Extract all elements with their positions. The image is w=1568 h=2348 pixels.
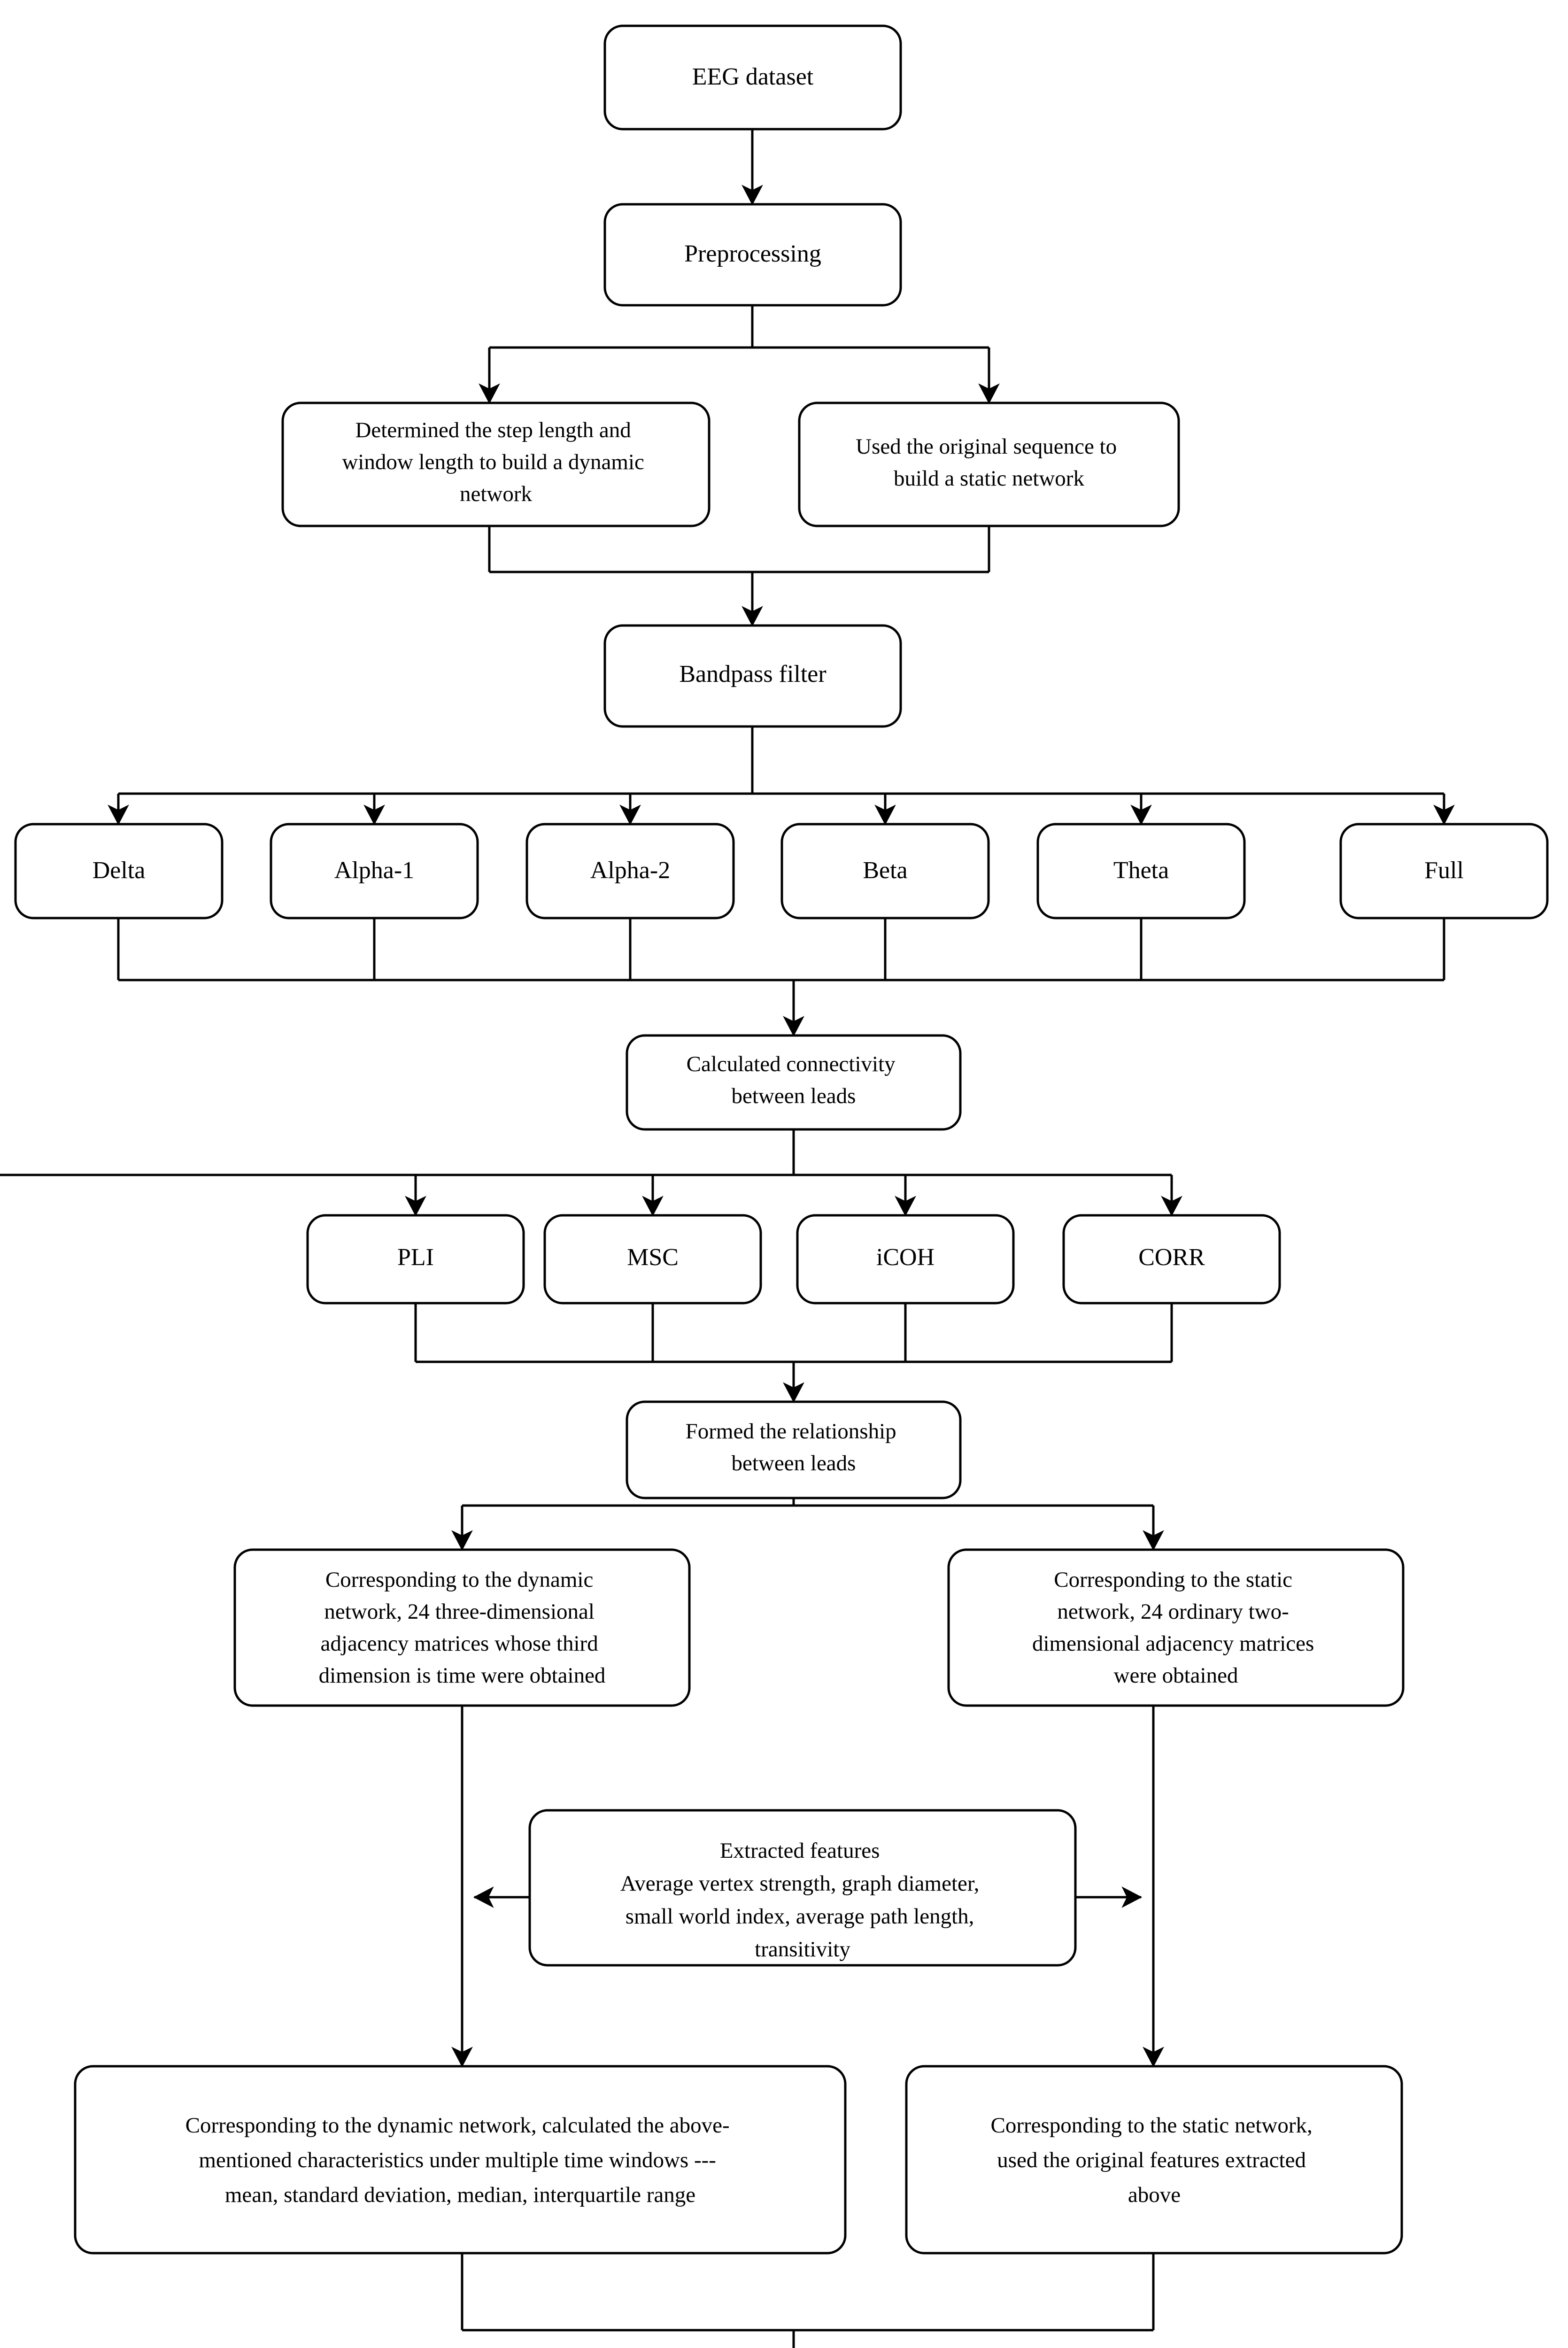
node-preprocessing-line-0: Preprocessing — [684, 240, 821, 267]
svg-text:Bandpass filter: Bandpass filter — [679, 661, 826, 687]
svg-text:CORR: CORR — [1138, 1244, 1205, 1271]
svg-text:Calculated connectivity: Calculated connectivity between leads — [687, 1052, 901, 1108]
svg-text:PLI: PLI — [397, 1244, 434, 1271]
node-conn-corr[interactable]: CORR — [1062, 1214, 1281, 1305]
svg-text:Corresponding to the static: Corresponding to the static network, 24 … — [1032, 1568, 1320, 1688]
node-dynamic-stats-line-2: mean, standard deviation, median, interq… — [225, 2183, 695, 2207]
svg-text:Delta: Delta — [93, 857, 146, 884]
node-conn-icoh-label: iCOH — [876, 1244, 935, 1271]
node-static-matrices-line-1: network, 24 ordinary two- — [1057, 1599, 1289, 1624]
svg-text:Theta: Theta — [1113, 857, 1169, 884]
node-relationship-line-1: between leads — [732, 1451, 856, 1475]
node-connectivity[interactable]: Calculated connectivity between leads — [626, 1034, 962, 1131]
node-dynamic-matrices[interactable]: Corresponding to the dynamic network, 24… — [233, 1548, 691, 1707]
node-bandpass-filter[interactable]: Bandpass filter — [603, 624, 902, 728]
node-eeg-dataset-line-0: EEG dataset — [692, 63, 814, 90]
svg-text:iCOH: iCOH — [876, 1244, 935, 1271]
node-dynamic-build-line-0: Determined the step length and — [355, 418, 631, 442]
node-static-stats-line-2: above — [1128, 2183, 1181, 2207]
node-dynamic-stats-line-0: Corresponding to the dynamic network, ca… — [185, 2113, 730, 2138]
edge-stats-merge-bus — [461, 2254, 1155, 2332]
edge-measures-merge-bus — [414, 1303, 1173, 1363]
edge-layer — [0, 129, 1455, 2348]
node-relationship[interactable]: Formed the relationship between leads — [626, 1400, 962, 1499]
node-conn-msc-label: MSC — [627, 1244, 679, 1271]
edge-preprocessing-split — [489, 305, 989, 349]
svg-text:Corresponding to the dynamic: Corresponding to the dynamic network, 24… — [319, 1568, 606, 1688]
node-conn-pli[interactable]: PLI — [306, 1214, 525, 1305]
node-band-alpha2[interactable]: Alpha-2 — [525, 823, 735, 919]
node-extracted-features-line-3: transitivity — [755, 1937, 850, 1962]
node-relationship-line-0: Formed the relationship — [686, 1419, 896, 1444]
node-connectivity-line-0: Calculated connectivity — [687, 1052, 896, 1076]
svg-text:Used the original sequence to: Used the original sequence to build a st… — [856, 434, 1122, 491]
svg-text:EEG dataset: EEG dataset — [692, 63, 814, 90]
node-band-theta-label: Theta — [1113, 857, 1169, 884]
node-static-matrices-line-3: were obtained — [1114, 1663, 1238, 1688]
svg-text:Formed the relationship: Formed the relationship between leads — [686, 1419, 902, 1475]
node-connectivity-line-1: between leads — [732, 1084, 856, 1108]
node-conn-icoh[interactable]: iCOH — [796, 1214, 1015, 1305]
svg-text:Alpha-1: Alpha-1 — [334, 857, 414, 884]
svg-text:Alpha-2: Alpha-2 — [590, 857, 670, 884]
edge-dynamic-static-merge — [488, 525, 990, 573]
node-band-alpha2-label: Alpha-2 — [590, 857, 670, 884]
svg-text:MSC: MSC — [627, 1244, 679, 1271]
node-static-build[interactable]: Used the original sequence to build a st… — [798, 402, 1180, 527]
node-band-delta-label: Delta — [93, 857, 146, 884]
node-static-matrices-line-2: dimensional adjacency matrices — [1032, 1631, 1314, 1656]
node-static-stats[interactable]: Corresponding to the static network, use… — [905, 2065, 1403, 2255]
node-dynamic-matrices-line-0: Corresponding to the dynamic — [325, 1568, 593, 1592]
node-dynamic-build-line-1: window length to build a dynamic — [342, 450, 644, 474]
node-bandpass-line-0: Bandpass filter — [679, 661, 826, 687]
svg-text:Preprocessing: Preprocessing — [684, 240, 821, 267]
node-dynamic-matrices-line-3: dimension is time were obtained — [319, 1663, 606, 1688]
svg-text:Beta: Beta — [863, 857, 907, 884]
node-eeg-dataset[interactable]: EEG dataset — [603, 24, 902, 131]
svg-text:Full: Full — [1424, 857, 1464, 884]
node-conn-corr-label: CORR — [1138, 1244, 1205, 1271]
node-dynamic-build-line-2: network — [460, 482, 533, 506]
node-band-full[interactable]: Full — [1339, 823, 1549, 919]
svg-text:Corresponding to the static ne: Corresponding to the static network, use… — [990, 2113, 1318, 2207]
node-static-build-line-1: build a static network — [894, 466, 1084, 491]
node-conn-pli-label: PLI — [397, 1244, 434, 1271]
edge-bands-merge-bus — [117, 918, 1445, 981]
node-dynamic-build[interactable]: Determined the step length and window le… — [281, 402, 711, 527]
node-extracted-features-line-2: small world index, average path length, — [626, 1904, 974, 1929]
node-band-beta[interactable]: Beta — [780, 823, 990, 919]
svg-text:Extracted features Ave: Extracted features Average vertex streng… — [620, 1838, 985, 1962]
node-static-build-line-0: Used the original sequence to — [856, 434, 1117, 459]
svg-text:Determined the step length and: Determined the step length and window le… — [342, 418, 649, 506]
node-conn-msc[interactable]: MSC — [543, 1214, 762, 1305]
node-dynamic-matrices-line-1: network, 24 three-dimensional — [324, 1599, 595, 1624]
node-dynamic-matrices-line-2: adjacency matrices whose third — [321, 1631, 598, 1656]
svg-text:Corresponding to the dynamic n: Corresponding to the dynamic network, ca… — [185, 2113, 735, 2207]
node-dynamic-stats-line-1: mentioned characteristics under multiple… — [199, 2148, 716, 2172]
node-static-stats-line-0: Corresponding to the static network, — [990, 2113, 1312, 2138]
node-band-alpha1[interactable]: Alpha-1 — [270, 823, 479, 919]
node-band-full-label: Full — [1424, 857, 1464, 884]
node-dynamic-stats[interactable]: Corresponding to the dynamic network, ca… — [74, 2065, 847, 2255]
node-static-matrices[interactable]: Corresponding to the static network, 24 … — [947, 1548, 1405, 1707]
node-static-matrices-line-0: Corresponding to the static — [1054, 1568, 1292, 1592]
node-extracted-features-line-1: Average vertex strength, graph diameter, — [620, 1871, 980, 1896]
node-band-beta-label: Beta — [863, 857, 907, 884]
node-band-delta[interactable]: Delta — [14, 823, 224, 919]
node-static-stats-line-1: used the original features extracted — [997, 2148, 1306, 2172]
node-extracted-features-line-0: Extracted features — [720, 1838, 880, 1863]
node-extracted-features[interactable]: Extracted features Average vertex streng… — [528, 1809, 1077, 1967]
node-preprocessing[interactable]: Preprocessing — [603, 203, 902, 307]
node-band-alpha1-label: Alpha-1 — [334, 857, 414, 884]
node-band-theta[interactable]: Theta — [1036, 823, 1246, 919]
